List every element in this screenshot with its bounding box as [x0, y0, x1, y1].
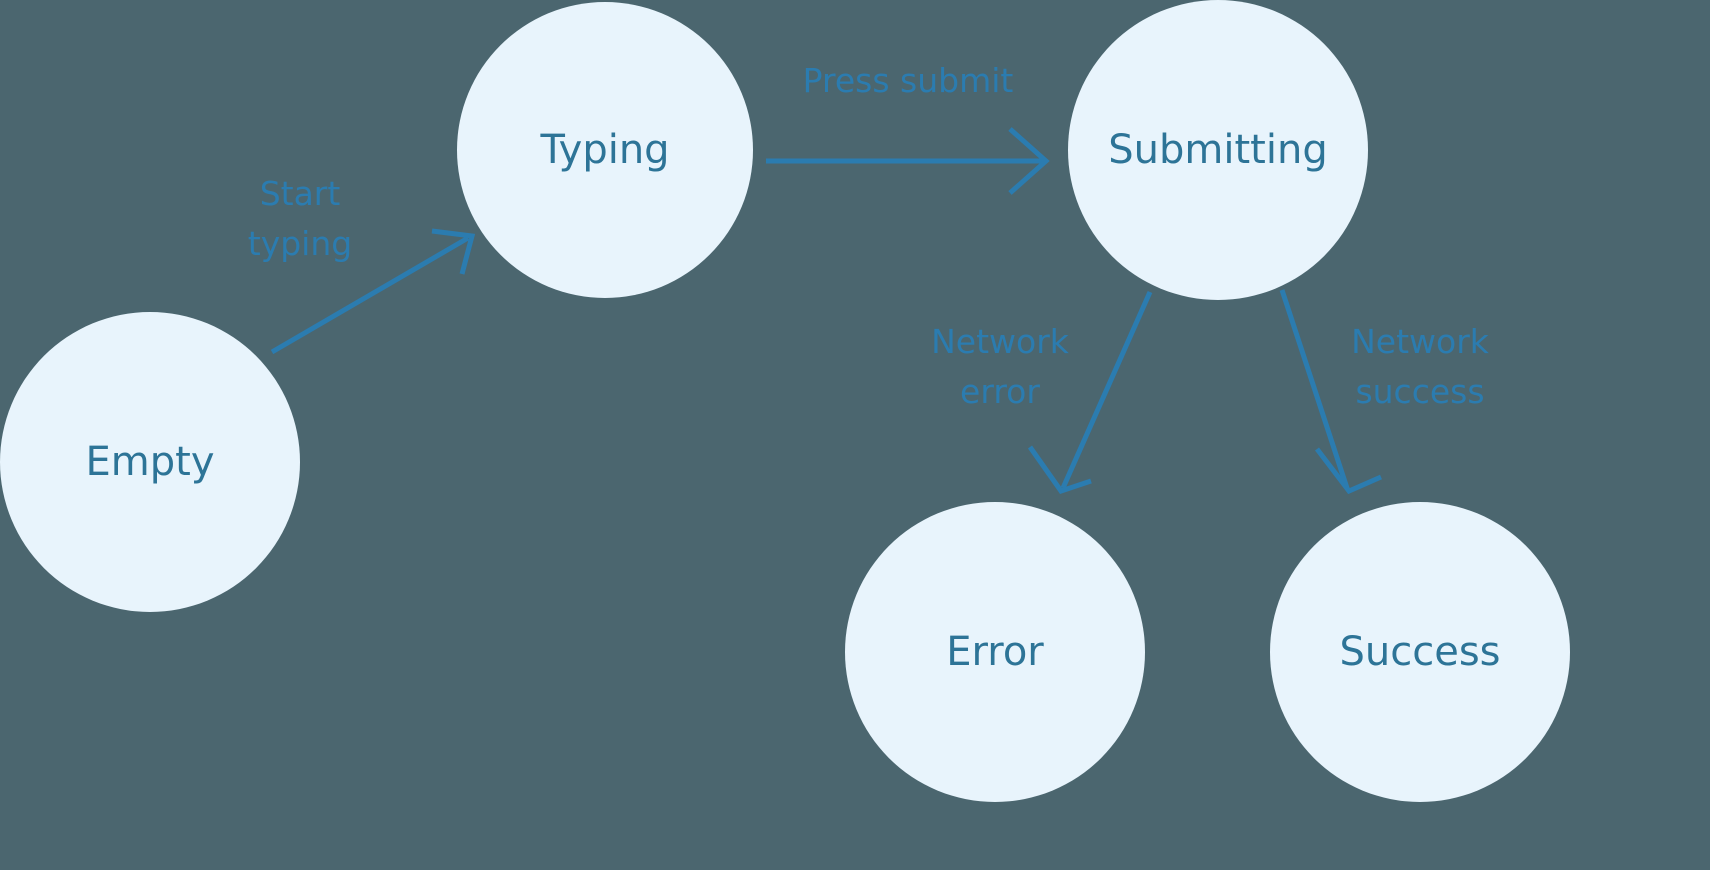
edge-submitting-to-success — [1279, 289, 1383, 495]
edge-submitting-to-success-line — [1279, 289, 1350, 489]
edge-typing-to-submitting-arrowhead — [1008, 127, 1050, 195]
edge-empty-to-typing — [270, 228, 476, 355]
node-typing-circle[interactable] — [457, 2, 753, 298]
node-submitting[interactable]: Submitting — [1068, 0, 1368, 300]
node-error-label: Error — [946, 629, 1044, 675]
edge-label-network-error: Network error — [931, 322, 1070, 411]
edge-label-press-submit: Press submit — [803, 61, 1014, 100]
node-empty-label: Empty — [86, 439, 215, 485]
edge-label-network-error-line2: error — [960, 372, 1040, 411]
node-error-circle[interactable] — [845, 502, 1145, 802]
edge-label-network-success-line1: Network — [1351, 322, 1490, 361]
node-empty-circle[interactable] — [0, 312, 300, 612]
edge-typing-to-submitting — [766, 127, 1050, 195]
node-success[interactable]: Success — [1270, 502, 1570, 802]
edge-submitting-to-success-arrowhead — [1315, 447, 1383, 495]
edge-submitting-to-error-arrowhead — [1027, 445, 1092, 494]
edge-label-start-typing-line1: Start — [260, 174, 341, 213]
node-empty[interactable]: Empty — [0, 312, 300, 612]
edge-label-start-typing: Start typing — [248, 174, 352, 263]
node-submitting-label: Submitting — [1108, 127, 1327, 173]
node-typing[interactable]: Typing — [457, 2, 753, 298]
edge-submitting-to-error-line — [1060, 290, 1153, 490]
edge-label-network-error-line1: Network — [931, 322, 1070, 361]
node-submitting-circle[interactable] — [1068, 0, 1368, 300]
edge-submitting-to-error — [1027, 290, 1153, 494]
edge-empty-to-typing-line — [270, 235, 470, 355]
edge-label-network-success-line2: success — [1355, 372, 1484, 411]
edge-empty-to-typing-arrowhead — [431, 228, 476, 275]
edge-label-press-submit-line1: Press submit — [803, 61, 1014, 100]
node-error[interactable]: Error — [845, 502, 1145, 802]
node-success-label: Success — [1339, 629, 1500, 675]
edge-label-start-typing-line2: typing — [248, 224, 352, 263]
node-typing-label: Typing — [539, 127, 669, 173]
edge-label-network-success: Network success — [1351, 322, 1490, 411]
node-success-circle[interactable] — [1270, 502, 1570, 802]
